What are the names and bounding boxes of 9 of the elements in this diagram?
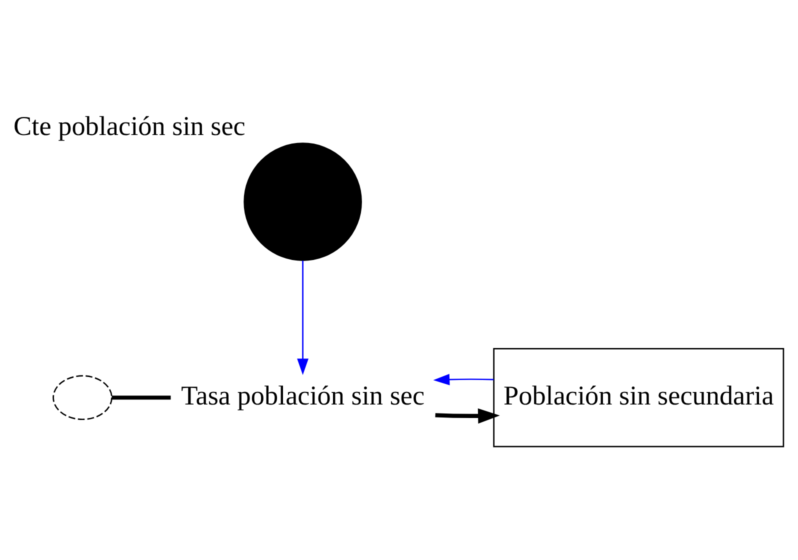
arrow xyxy=(433,374,494,386)
node-label: Cte población sin sec xyxy=(14,111,246,142)
arrow xyxy=(435,408,500,424)
arrow xyxy=(297,260,309,375)
connector xyxy=(112,396,171,400)
node-text: Tasa población sin sec xyxy=(181,380,425,410)
node-cloud xyxy=(52,375,112,420)
node-box: Población sin secundaria xyxy=(493,348,784,448)
node-circle xyxy=(244,142,362,261)
